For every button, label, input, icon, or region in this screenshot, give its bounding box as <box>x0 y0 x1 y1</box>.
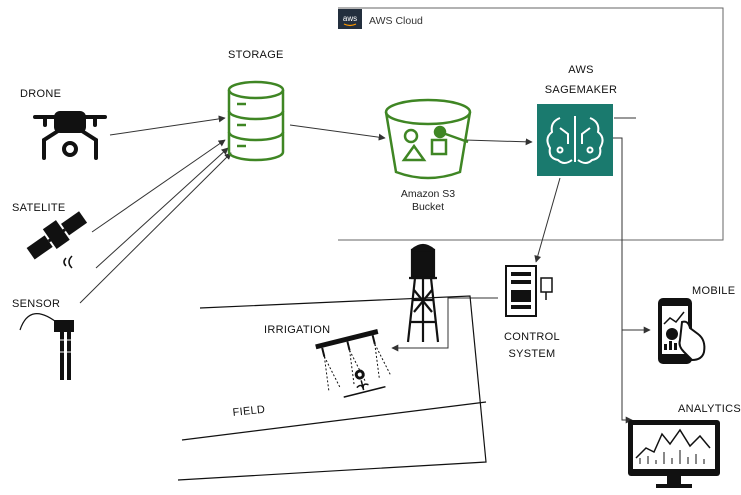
storage-node: STORAGE <box>227 49 285 162</box>
connectors <box>79 115 651 424</box>
aws-cloud-title: AWS Cloud <box>369 15 423 27</box>
sensor-icon <box>19 313 74 380</box>
sagemaker-label-line1: AWS <box>568 64 594 76</box>
edge-control-irrigation <box>391 297 498 352</box>
edge-satellite-storage <box>91 139 226 233</box>
edge-s3-sagemaker <box>464 138 533 146</box>
drone-node: DRONE <box>20 88 107 160</box>
sagemaker-icon <box>537 104 613 176</box>
sensor-label: SENSOR <box>12 298 60 310</box>
analytics-monitor-icon <box>628 420 720 488</box>
irrigation-sprinkler-icon <box>315 328 392 398</box>
signal-icon <box>63 255 73 269</box>
edge-satellite2-storage <box>95 147 229 269</box>
mobile-node: MOBILE <box>658 285 735 364</box>
control-node: CONTROL SYSTEM <box>504 265 560 360</box>
storage-label: STORAGE <box>228 49 284 61</box>
control-system-icon <box>505 265 553 317</box>
edge-sagemaker-control <box>534 177 561 263</box>
mobile-phone-icon <box>658 298 706 364</box>
analytics-label: ANALYTICS <box>678 403 741 415</box>
sensor-node: SENSOR <box>12 298 74 380</box>
sagemaker-node: AWS SAGEMAKER <box>537 64 617 176</box>
s3-bucket-icon <box>384 98 472 180</box>
database-icon <box>227 80 285 162</box>
irrigation-label: IRRIGATION <box>264 324 330 336</box>
edge-sagemaker-analytics <box>612 137 633 424</box>
edge-storage-s3 <box>289 124 386 141</box>
aws-badge-text: aws <box>343 14 357 23</box>
mobile-label: MOBILE <box>692 285 735 297</box>
s3-label-line2: Bucket <box>412 201 444 213</box>
aws-logo-icon: aws <box>338 9 362 29</box>
control-label-line1: CONTROL <box>504 331 560 343</box>
sagemaker-label-line2: SAGEMAKER <box>545 84 617 96</box>
drone-icon <box>33 111 107 160</box>
field-label: FIELD <box>232 404 266 419</box>
drone-label: DRONE <box>20 88 61 100</box>
satellite-label: SATELITE <box>12 202 66 214</box>
s3-node: Amazon S3 Bucket <box>384 98 472 213</box>
satellite-node: SATELITE <box>12 202 88 269</box>
s3-label-line1: Amazon S3 <box>401 188 455 200</box>
satellite-icon <box>26 211 88 260</box>
analytics-node: ANALYTICS <box>628 403 741 488</box>
control-label-line2: SYSTEM <box>508 348 555 360</box>
edge-drone-storage <box>109 115 226 136</box>
aws-cloud-group: aws AWS Cloud <box>338 7 724 241</box>
edge-sensor-storage <box>79 152 232 304</box>
irrigation-node: IRRIGATION <box>264 324 392 398</box>
field-node: FIELD <box>177 295 487 481</box>
water-tower-icon <box>406 243 440 343</box>
